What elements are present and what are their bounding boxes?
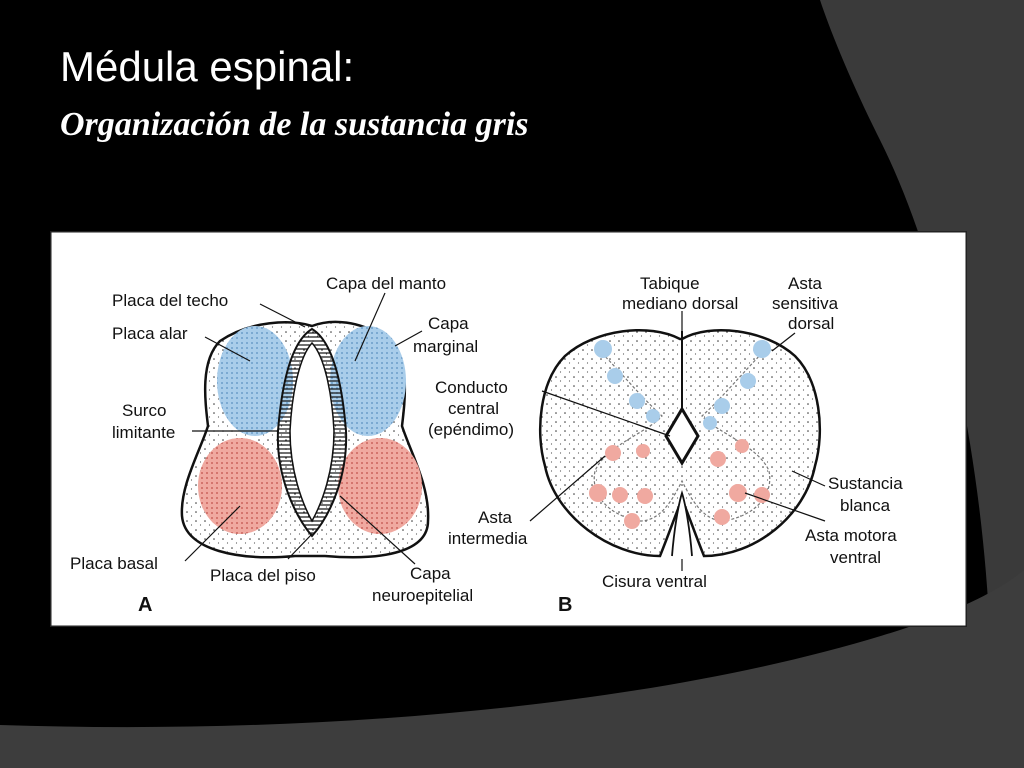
label-placa-techo: Placa del techo xyxy=(112,291,228,310)
label-capa-marginal-2: marginal xyxy=(413,337,478,356)
spinal-cord-figure: Placa del techo Capa del manto Placa ala… xyxy=(50,231,967,627)
label-neuro-2: neuroepitelial xyxy=(372,586,473,605)
label-conducto-3: (epéndimo) xyxy=(428,420,514,439)
neural-canal xyxy=(289,341,335,523)
central-canal xyxy=(664,406,700,466)
label-asta-intermedia-2: intermedia xyxy=(448,529,528,548)
alar-plate-right xyxy=(330,326,406,436)
label-surco-2: limitante xyxy=(112,423,175,442)
background-swoosh-top xyxy=(820,0,1024,768)
panel-letter-b: B xyxy=(558,594,572,616)
label-conducto-1: Conducto xyxy=(435,378,508,397)
motor-horn-nuclei xyxy=(589,439,770,529)
label-sustancia-2: blanca xyxy=(840,496,891,515)
label-asta-sensitiva-2: sensitiva xyxy=(772,294,839,313)
background-swoosh-bottom xyxy=(0,570,1024,768)
label-sustancia-1: Sustancia xyxy=(828,474,903,493)
label-conducto-2: central xyxy=(448,399,499,418)
diagram-a: Placa del techo Capa del manto Placa ala… xyxy=(70,274,478,616)
diagram-b: Tabique mediano dorsal Asta sensitiva do… xyxy=(428,274,903,616)
label-asta-motora-2: ventral xyxy=(830,548,881,567)
label-capa-manto: Capa del manto xyxy=(326,274,446,293)
label-capa-marginal-1: Capa xyxy=(428,314,469,333)
label-asta-intermedia-1: Asta xyxy=(478,508,513,527)
label-placa-piso: Placa del piso xyxy=(210,566,316,585)
diagram-b-leader-lines xyxy=(529,311,826,571)
diagram-a-leader-lines xyxy=(184,292,423,565)
ventral-fissure xyxy=(671,489,693,557)
label-placa-alar: Placa alar xyxy=(112,324,188,343)
basal-plate-left xyxy=(198,438,282,534)
label-cisura-ventral: Cisura ventral xyxy=(602,572,707,591)
label-asta-sensitiva-1: Asta xyxy=(788,274,823,293)
panel-letter-a: A xyxy=(138,594,152,616)
slide-subtitle: Organización de la sustancia gris xyxy=(60,106,529,143)
label-asta-motora-1: Asta motora xyxy=(805,526,897,545)
sensory-horn-nuclei xyxy=(594,340,771,430)
label-surco-1: Surco xyxy=(122,401,166,420)
label-placa-basal: Placa basal xyxy=(70,554,158,573)
label-tabique-2: mediano dorsal xyxy=(622,294,738,313)
label-asta-sensitiva-3: dorsal xyxy=(788,314,834,333)
slide-title: Médula espinal: xyxy=(60,43,355,90)
label-neuro-1: Capa xyxy=(410,564,451,583)
label-tabique-1: Tabique xyxy=(640,274,700,293)
basal-plate-right xyxy=(338,438,422,534)
